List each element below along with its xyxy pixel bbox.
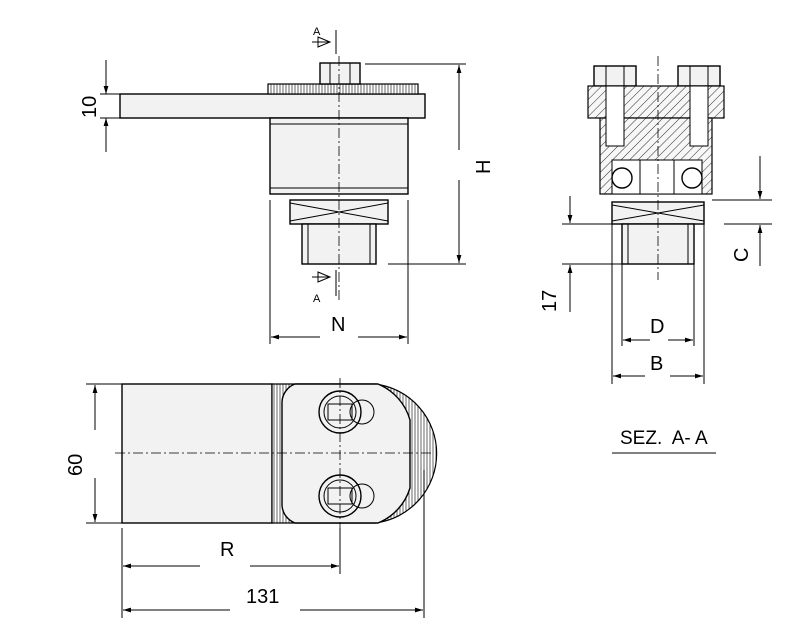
dimension-c (712, 156, 772, 266)
dimension-n (269, 200, 409, 344)
dim-label-d: D (650, 316, 664, 338)
section-mark-top: A (313, 26, 321, 38)
dimension-60 (86, 383, 122, 524)
dim-label-h: H (473, 160, 495, 174)
dimension-b (611, 224, 705, 384)
section-view (587, 56, 725, 280)
section-mark-bottom: A (313, 293, 321, 305)
dimension-d (621, 264, 695, 346)
dimension-17 (562, 196, 622, 312)
dim-label-b: B (650, 353, 663, 375)
dim-label-n: N (331, 314, 345, 336)
dim-label-r: R (220, 539, 234, 561)
dim-label-60: 60 (65, 454, 87, 476)
dim-label-17: 17 (539, 290, 561, 312)
front-view (119, 30, 426, 300)
dimension-h (365, 63, 466, 265)
dimension-131 (121, 470, 425, 618)
top-view (115, 378, 438, 530)
dimension-10 (100, 60, 120, 152)
dimension-r (121, 528, 341, 574)
section-title: SEZ. A- A (620, 428, 708, 449)
dim-label-c: C (731, 248, 753, 262)
dim-label-131: 131 (246, 586, 279, 608)
dim-label-10: 10 (79, 96, 101, 118)
